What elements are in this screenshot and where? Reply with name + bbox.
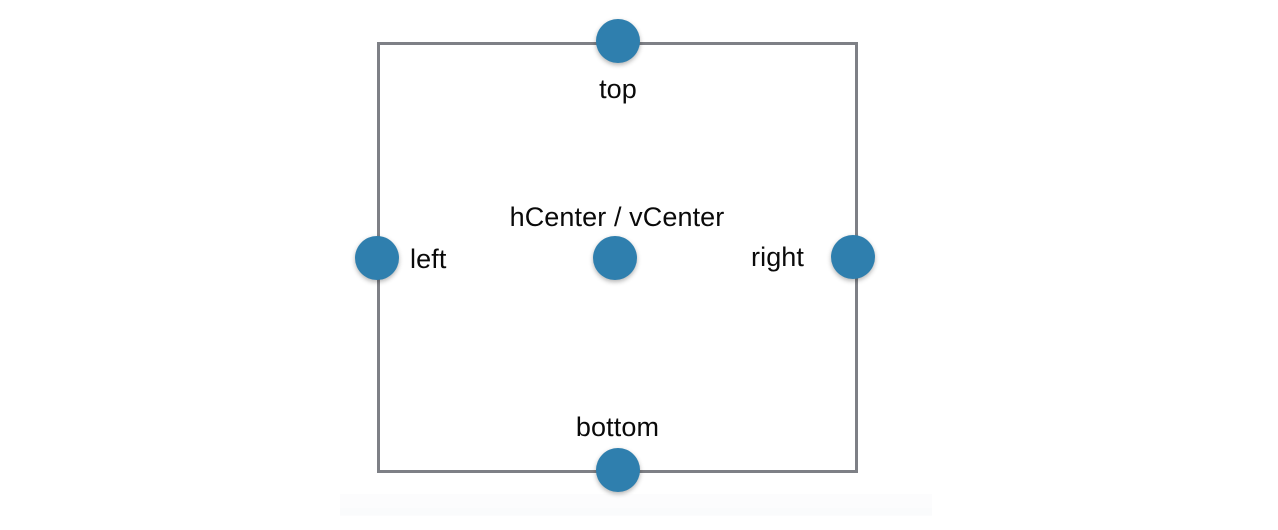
anchor-handle-center[interactable] <box>593 236 637 280</box>
anchor-label-top: top <box>599 74 637 104</box>
anchor-handle-left[interactable] <box>355 236 399 280</box>
anchor-handle-right[interactable] <box>831 235 875 279</box>
anchor-label-bottom: bottom <box>575 412 660 442</box>
anchor-label-center: hCenter / vCenter <box>509 202 725 232</box>
anchor-handle-top[interactable] <box>596 19 640 63</box>
anchor-label-right: right <box>751 242 805 272</box>
anchor-label-left: left <box>410 244 447 274</box>
background-band-line <box>340 508 932 515</box>
anchor-handle-bottom[interactable] <box>596 448 640 492</box>
